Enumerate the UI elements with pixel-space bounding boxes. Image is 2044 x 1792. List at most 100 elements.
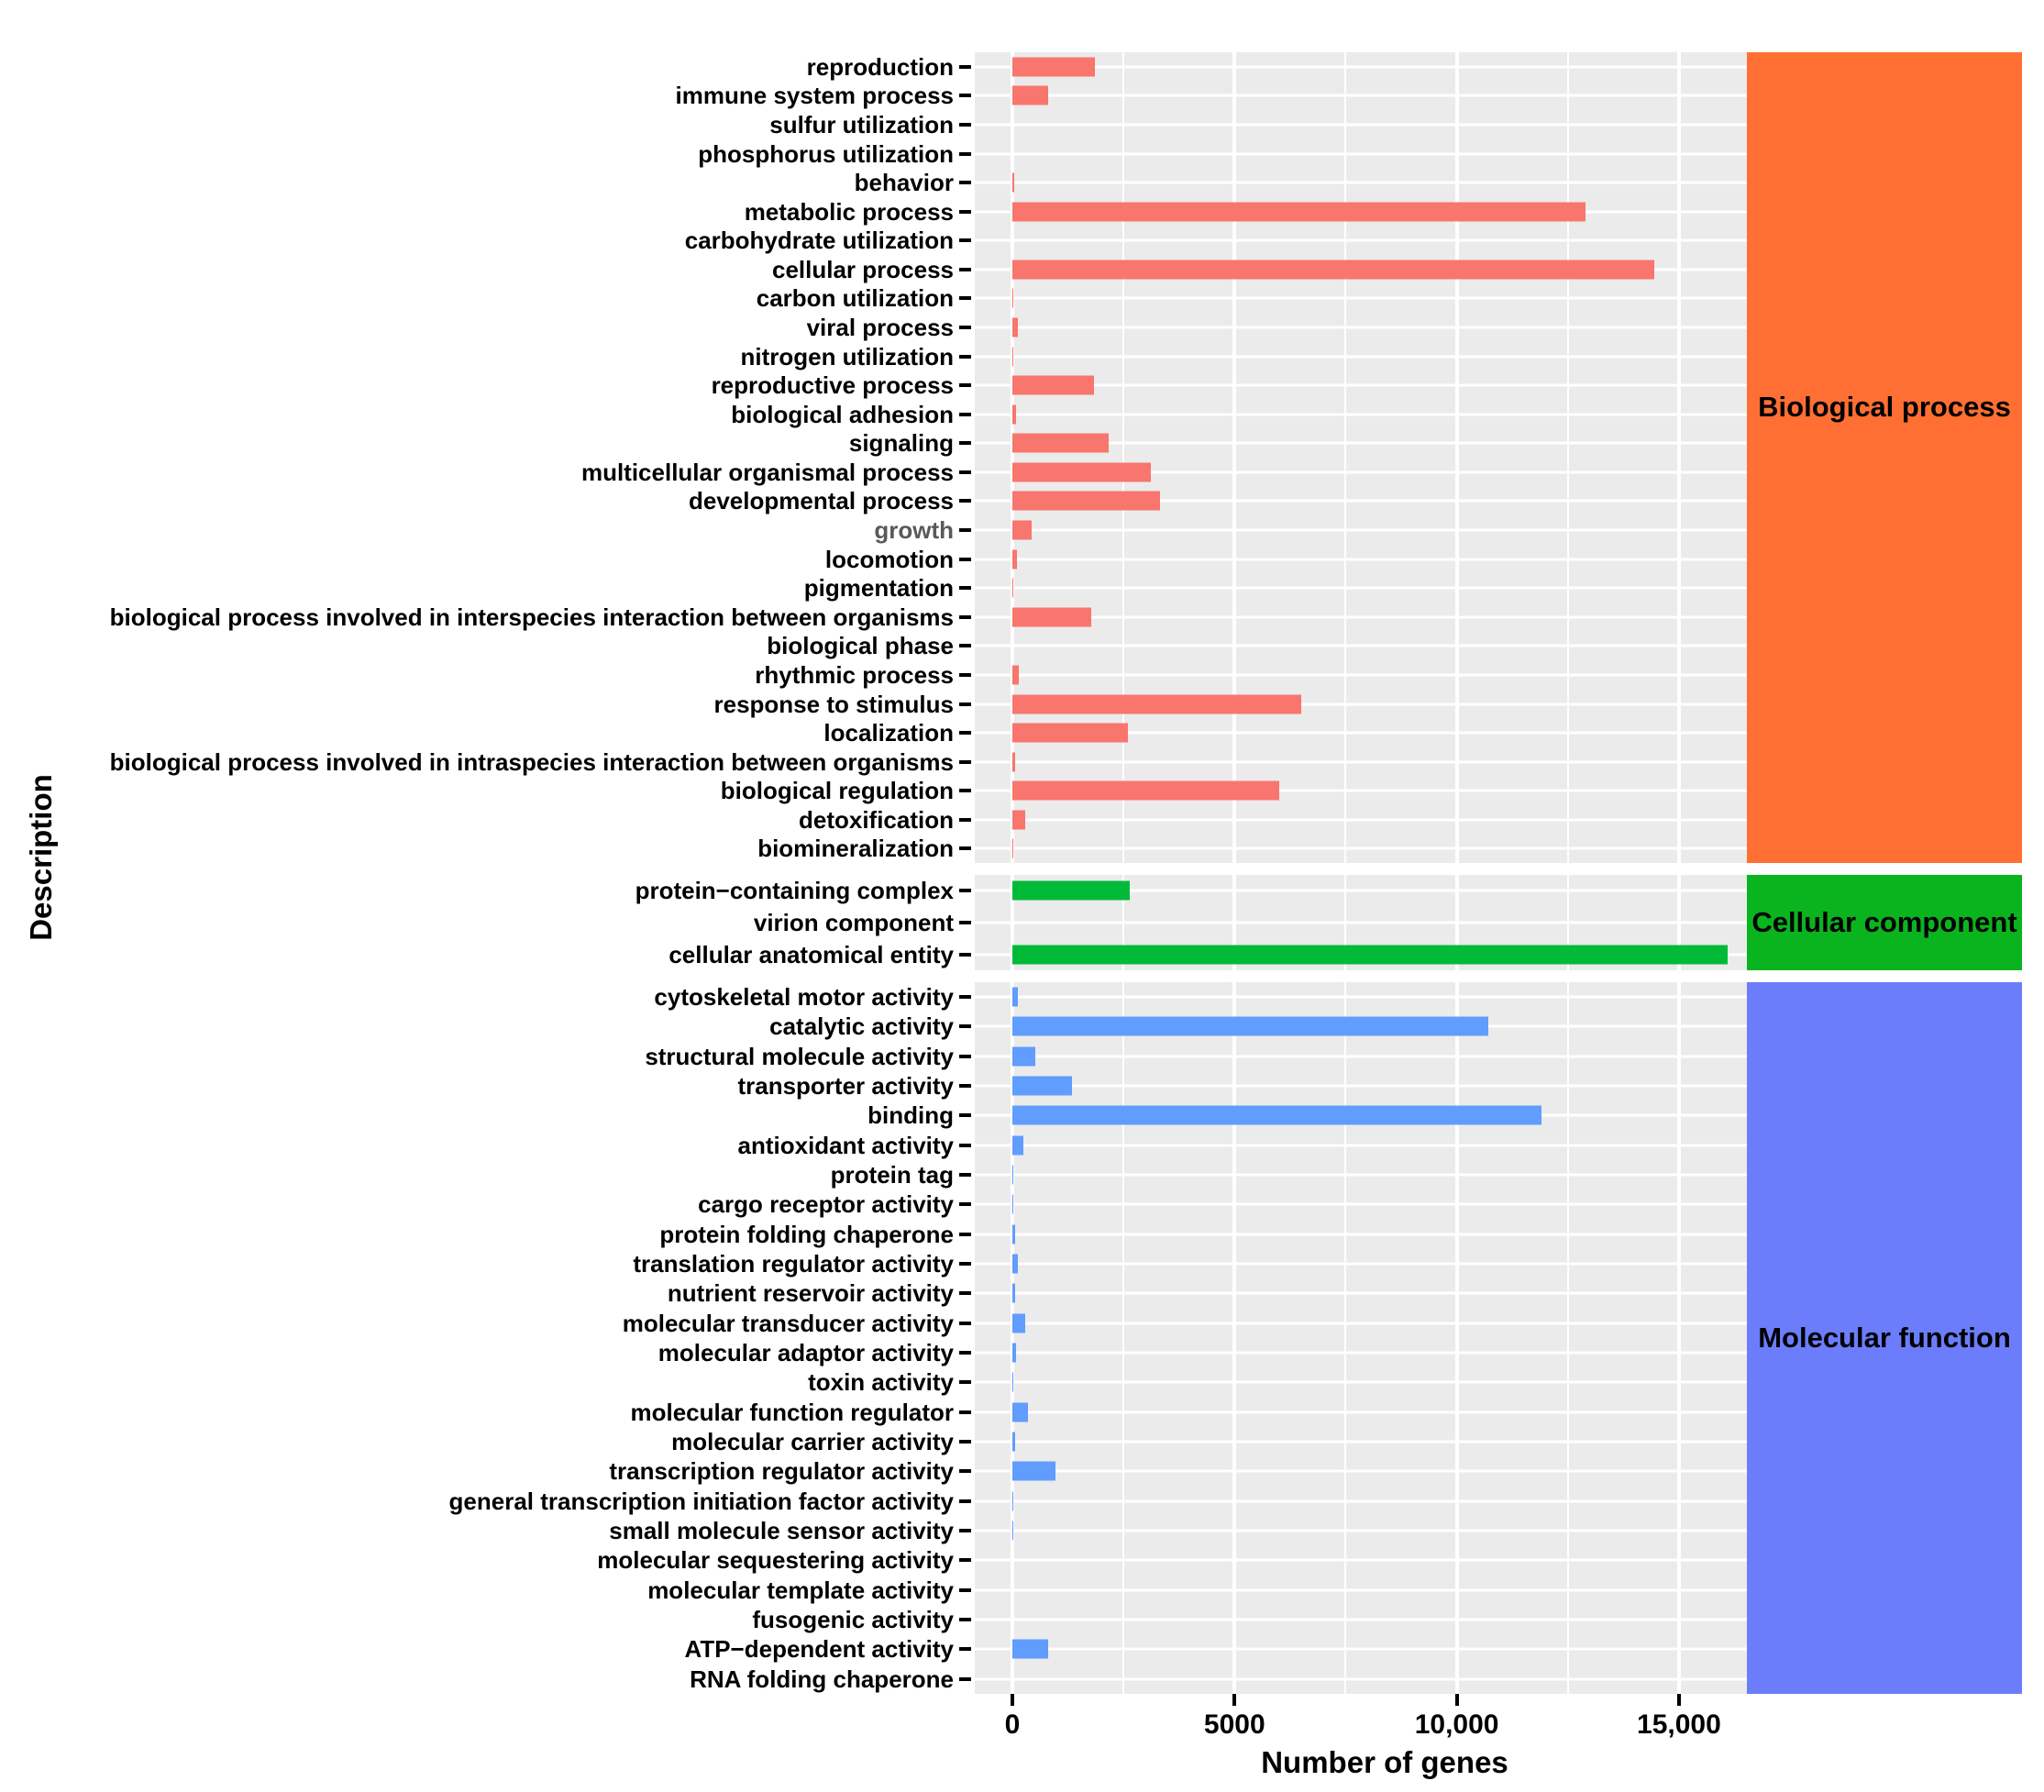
panel-row bbox=[975, 1189, 1747, 1219]
data-bar bbox=[1012, 694, 1301, 713]
category-row: biological adhesion bbox=[0, 400, 971, 429]
panel-row bbox=[975, 429, 1747, 459]
data-bar bbox=[1012, 752, 1015, 772]
panel-row bbox=[975, 1367, 1747, 1397]
panel-row bbox=[975, 82, 1747, 111]
category-gridline bbox=[975, 1173, 1747, 1177]
panel-row bbox=[975, 1220, 1747, 1249]
facet-0-panel bbox=[975, 52, 1747, 863]
category-gridline bbox=[975, 615, 1747, 619]
panel-row bbox=[975, 1576, 1747, 1605]
category-label: pigmentation bbox=[803, 574, 954, 603]
category-gridline bbox=[975, 995, 1747, 999]
category-row: signaling bbox=[0, 429, 971, 459]
category-row: growth bbox=[0, 515, 971, 545]
y-tick bbox=[959, 1291, 971, 1296]
data-bar bbox=[1012, 260, 1655, 280]
strip-label: Molecular function bbox=[1758, 1322, 2011, 1354]
category-row: multicellular organismal process bbox=[0, 458, 971, 487]
category-gridline bbox=[975, 326, 1747, 329]
panel-row bbox=[975, 718, 1747, 747]
category-row: protein−containing complex bbox=[0, 875, 971, 907]
category-row: general transcription initiation factor … bbox=[0, 1487, 971, 1516]
y-tick bbox=[959, 1440, 971, 1444]
panel-row bbox=[975, 1131, 1747, 1160]
y-tick bbox=[959, 470, 971, 474]
y-tick bbox=[959, 1232, 971, 1236]
category-row: biological phase bbox=[0, 632, 971, 661]
category-gridline bbox=[975, 1618, 1747, 1621]
panel-row bbox=[975, 747, 1747, 777]
category-label: molecular sequestering activity bbox=[597, 1546, 954, 1575]
data-bar bbox=[1012, 1372, 1013, 1392]
data-bar bbox=[1012, 1135, 1023, 1156]
category-label: biological process involved in intraspec… bbox=[109, 747, 954, 776]
data-bar bbox=[1012, 491, 1161, 511]
category-label: localization bbox=[823, 719, 954, 747]
panel-row bbox=[975, 139, 1747, 169]
panel-row bbox=[975, 1338, 1747, 1367]
x-tick bbox=[1454, 1694, 1459, 1706]
data-bar bbox=[1012, 810, 1026, 830]
category-label: protein folding chaperone bbox=[659, 1220, 954, 1248]
panel-row bbox=[975, 1605, 1747, 1634]
panel-row bbox=[975, 603, 1747, 632]
category-row: catalytic activity bbox=[0, 1012, 971, 1041]
category-row: protein tag bbox=[0, 1160, 971, 1189]
category-label: immune system process bbox=[675, 82, 954, 110]
y-tick bbox=[959, 238, 971, 243]
facet-0-strip: Biological process bbox=[1747, 52, 2022, 863]
data-bar bbox=[1012, 780, 1279, 801]
category-gridline bbox=[975, 1677, 1747, 1681]
category-gridline bbox=[975, 65, 1747, 69]
category-label: multicellular organismal process bbox=[580, 458, 954, 486]
panel-row bbox=[975, 632, 1747, 661]
y-tick bbox=[959, 1647, 971, 1652]
y-tick bbox=[959, 1054, 971, 1058]
data-bar bbox=[1012, 723, 1128, 743]
y-tick bbox=[959, 557, 971, 561]
category-gridline bbox=[975, 1558, 1747, 1562]
category-row: biological process involved in interspec… bbox=[0, 603, 971, 632]
major-gridline bbox=[1011, 982, 1014, 1694]
category-row: pigmentation bbox=[0, 573, 971, 603]
category-label: developmental process bbox=[689, 487, 954, 515]
data-bar bbox=[1012, 375, 1095, 395]
category-row: reproductive process bbox=[0, 371, 971, 400]
data-bar bbox=[1012, 1402, 1028, 1422]
category-row: biological regulation bbox=[0, 776, 971, 805]
panel-row bbox=[975, 110, 1747, 139]
y-tick bbox=[959, 296, 971, 301]
category-label: viral process bbox=[806, 313, 954, 341]
y-tick bbox=[959, 528, 971, 533]
category-label: small molecule sensor activity bbox=[609, 1517, 954, 1545]
category-row: structural molecule activity bbox=[0, 1042, 971, 1071]
y-tick bbox=[959, 94, 971, 98]
category-gridline bbox=[975, 1440, 1747, 1444]
category-row: biomineralization bbox=[0, 835, 971, 864]
y-tick bbox=[959, 412, 971, 416]
category-label: ATP−dependent activity bbox=[684, 1635, 954, 1664]
y-tick bbox=[959, 1173, 971, 1178]
category-label: growth bbox=[874, 516, 954, 545]
category-row: sulfur utilization bbox=[0, 110, 971, 139]
category-row: molecular template activity bbox=[0, 1576, 971, 1605]
y-tick bbox=[959, 731, 971, 736]
category-gridline bbox=[975, 528, 1747, 532]
panel-row bbox=[975, 835, 1747, 864]
category-row: localization bbox=[0, 718, 971, 747]
data-bar bbox=[1012, 1105, 1541, 1125]
x-tick-label: 15,000 bbox=[1637, 1709, 1721, 1740]
data-bar bbox=[1012, 1194, 1013, 1214]
panel-row bbox=[975, 1634, 1747, 1664]
category-label: molecular carrier activity bbox=[671, 1428, 954, 1456]
category-row: protein folding chaperone bbox=[0, 1220, 971, 1249]
major-gridline bbox=[1454, 982, 1459, 1694]
y-tick bbox=[959, 702, 971, 706]
panel-row bbox=[975, 1101, 1747, 1130]
panel-row bbox=[975, 1487, 1747, 1516]
category-label: nitrogen utilization bbox=[740, 342, 954, 371]
panel-row bbox=[975, 515, 1747, 545]
y-tick bbox=[959, 1143, 971, 1147]
